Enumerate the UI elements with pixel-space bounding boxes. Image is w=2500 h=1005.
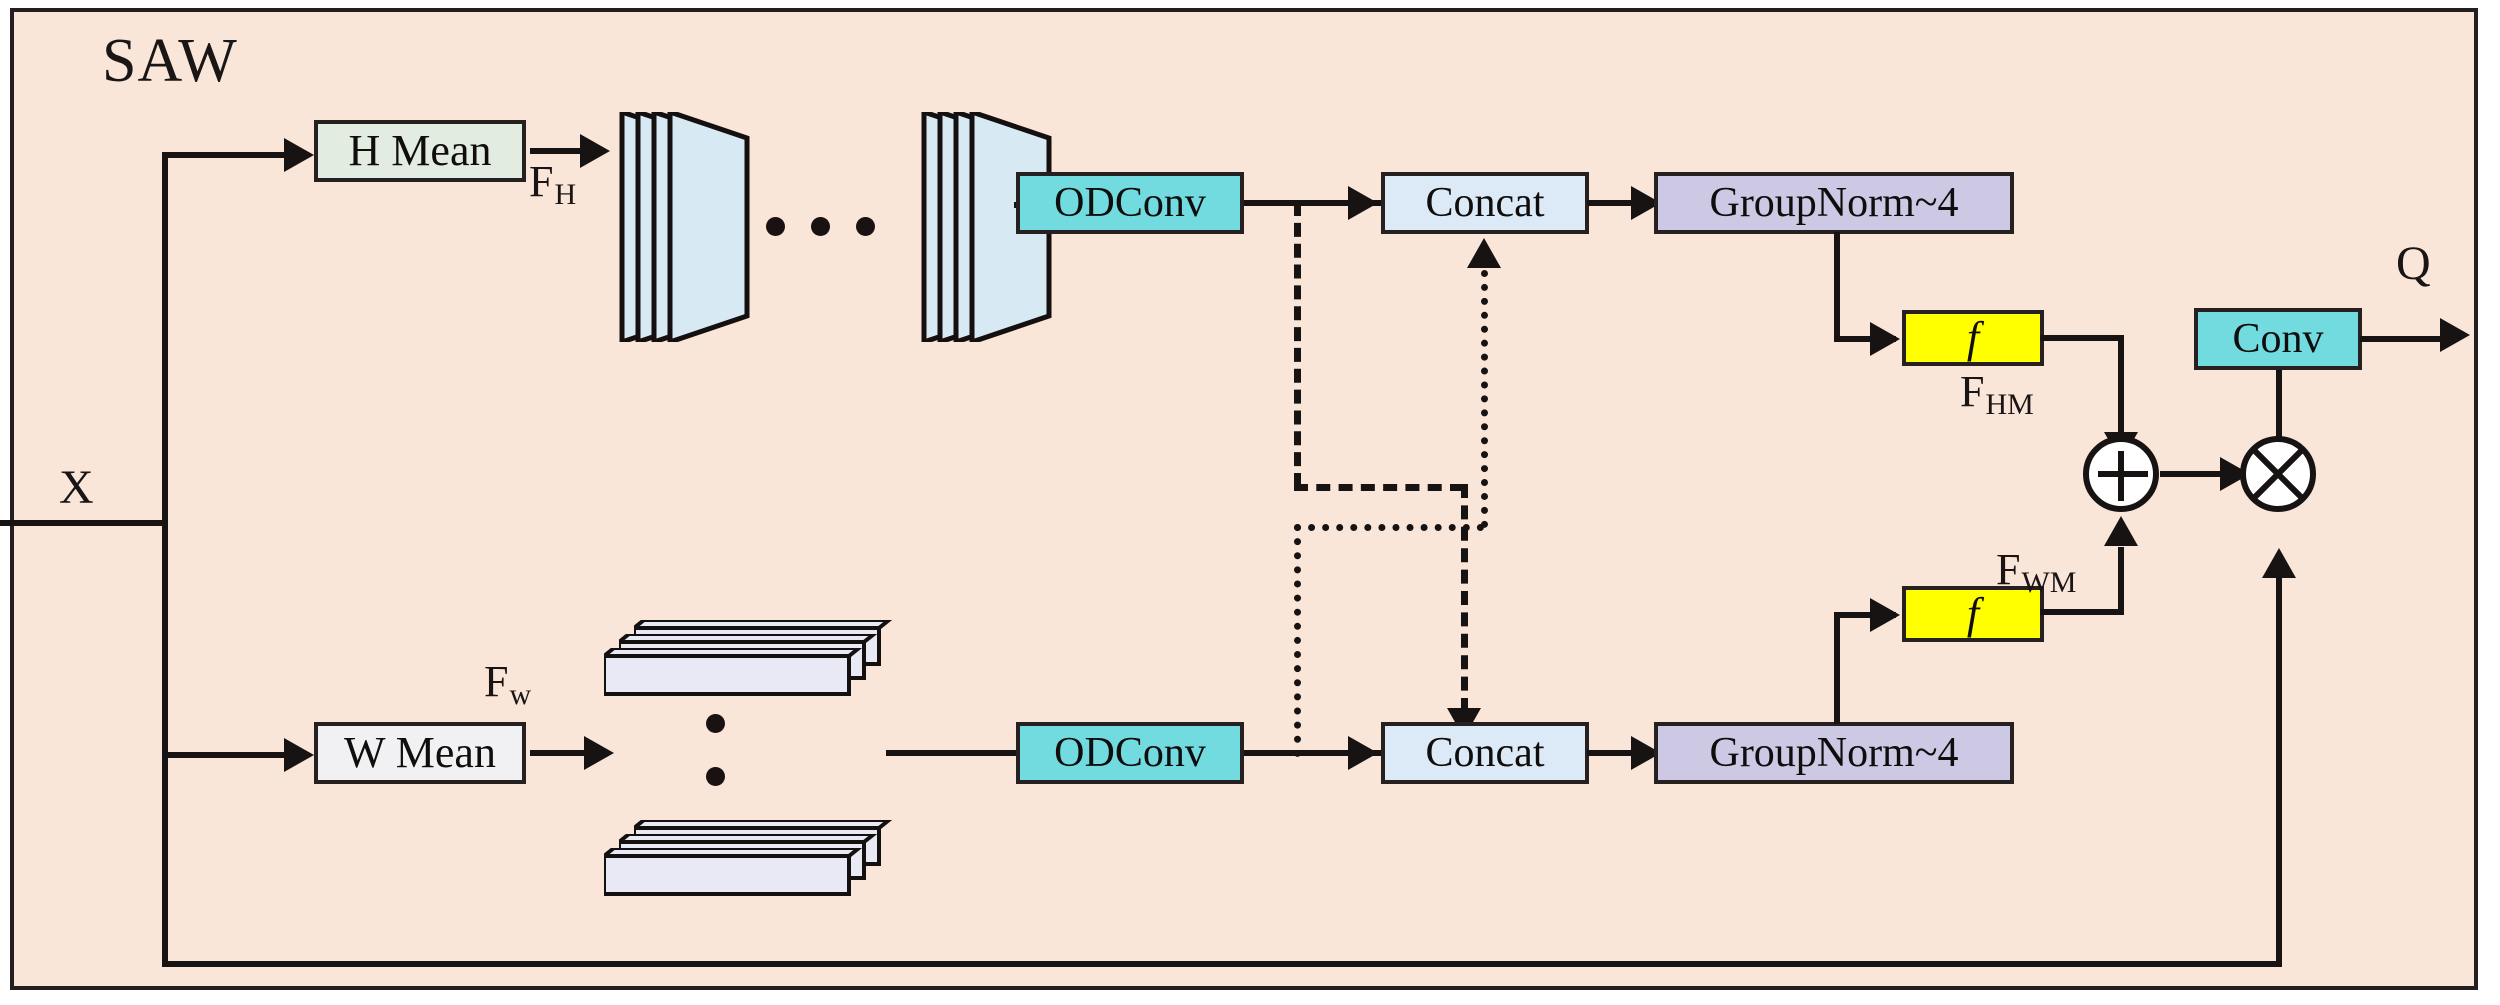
arrowhead-to-wmean (284, 738, 314, 772)
operator-multiply[interactable] (2240, 436, 2316, 512)
dashed-route-right (1294, 484, 1464, 491)
block-odconv-bottom[interactable]: ODConv (1016, 722, 1244, 784)
block-groupnorm-top[interactable]: GroupNorm~4 (1654, 172, 2014, 234)
edge-groupnorm-bottom-to-f-bottom (1834, 612, 1896, 618)
edge-add-to-multiply (2160, 471, 2258, 477)
block-concat-bottom-label: Concat (1425, 730, 1545, 776)
label-f-wm: FWM (1996, 545, 2077, 599)
page-title: SAW (102, 27, 238, 95)
edge-groupnorm-top-drop (1834, 232, 1840, 342)
feature-slab-stack-top (604, 620, 893, 720)
edge-concat-bottom-to-groupnorm-bottom (1587, 750, 1669, 756)
feature-map-stack-top-left (574, 112, 784, 342)
edge-f-bottom-right (2040, 609, 2124, 615)
block-odconv-top-label: ODConv (1054, 180, 1206, 226)
arrowhead-into-f-top (1870, 322, 1900, 356)
block-w-mean[interactable]: W Mean (314, 722, 526, 784)
block-conv-out-label: Conv (2232, 316, 2324, 362)
block-activation-bottom-label: f (1966, 589, 1980, 638)
arrowhead-to-hmean (284, 138, 314, 172)
dashed-route-down-to-concat-bottom (1461, 484, 1468, 712)
block-conv-out[interactable]: Conv (2194, 308, 2362, 370)
edge-odconv-top-to-concat-top (1244, 200, 1386, 206)
block-odconv-bottom-label: ODConv (1054, 730, 1206, 776)
arrowhead-into-f-bottom (1870, 598, 1900, 632)
block-groupnorm-bottom[interactable]: GroupNorm~4 (1654, 722, 2014, 784)
label-f-w: Fw (484, 657, 532, 711)
block-concat-top[interactable]: Concat (1381, 172, 1589, 234)
plus-icon-vertical (2118, 451, 2124, 501)
edge-x-to-hmean (162, 152, 294, 158)
arrowhead-odconv-bottom-to-concat-bottom (1348, 736, 1378, 770)
edge-conv-to-output (2360, 336, 2452, 342)
arrowhead-wmean-to-slabs (584, 736, 614, 770)
arrowhead-skip-into-multiply (2262, 548, 2296, 578)
edge-groupnorm-bottom-rise (1834, 612, 1840, 724)
edge-x-to-wmean (162, 752, 294, 758)
feature-map-stack-top-right (876, 112, 1086, 342)
label-f-hm: FHM (1960, 367, 2034, 421)
dashed-route-down-from-odconv-top (1294, 202, 1301, 487)
edge-f-top-down-to-add (2118, 335, 2124, 437)
block-activation-top[interactable]: f (1902, 310, 2044, 366)
arrowhead-f-bottom-into-add (2104, 516, 2138, 546)
edge-f-bottom-up-to-add (2118, 547, 2124, 611)
input-label-x: X (59, 461, 94, 514)
skip-connection-riser-line (2276, 578, 2282, 964)
input-edge-line (0, 520, 168, 526)
edge-wmean-to-slabs (530, 750, 592, 756)
arrowhead-dotted-into-concat-top (1467, 238, 1501, 268)
block-w-mean-label: W Mean (344, 728, 496, 777)
edge-multiply-to-conv (2276, 342, 2282, 440)
dotted-route-right (1294, 524, 1484, 531)
output-label-q: Q (2396, 237, 2431, 290)
skip-connection-bottom-line (162, 961, 2282, 967)
block-h-mean[interactable]: H Mean (314, 120, 526, 182)
arrowhead-output-q (2440, 318, 2470, 352)
block-activation-top-label: f (1966, 313, 1980, 362)
edge-concat-top-to-groupnorm-top (1587, 200, 1669, 206)
block-concat-bottom[interactable]: Concat (1381, 722, 1589, 784)
edge-odconv-bottom-to-concat-bottom (1244, 750, 1386, 756)
operator-add[interactable] (2083, 436, 2159, 512)
edge-hmean-to-maps (530, 148, 590, 154)
block-activation-bottom[interactable]: f (1902, 586, 2044, 642)
label-f-h: FH (529, 157, 577, 211)
arrowhead-hmean-to-maps (580, 134, 610, 168)
edge-groupnorm-top-to-f-top (1834, 336, 1896, 342)
ellipsis-top-branch (766, 217, 875, 236)
arrowhead-odconv-top-to-concat-top (1348, 186, 1378, 220)
block-concat-top-label: Concat (1425, 180, 1545, 226)
block-groupnorm-top-label: GroupNorm~4 (1709, 180, 1959, 226)
block-groupnorm-bottom-label: GroupNorm~4 (1709, 730, 1959, 776)
block-h-mean-label: H Mean (348, 126, 492, 175)
dotted-route-up-to-concat-top (1481, 270, 1488, 528)
block-odconv-top-real[interactable]: ODConv (1016, 172, 1244, 234)
dotted-route-up-from-odconv-bottom (1294, 524, 1301, 757)
saw-module-panel: SAW X H Mean FH (0, 8, 2478, 990)
edge-f-top-right (2040, 335, 2124, 341)
feature-slab-stack-bottom (604, 820, 893, 920)
input-bus-line (162, 152, 168, 967)
